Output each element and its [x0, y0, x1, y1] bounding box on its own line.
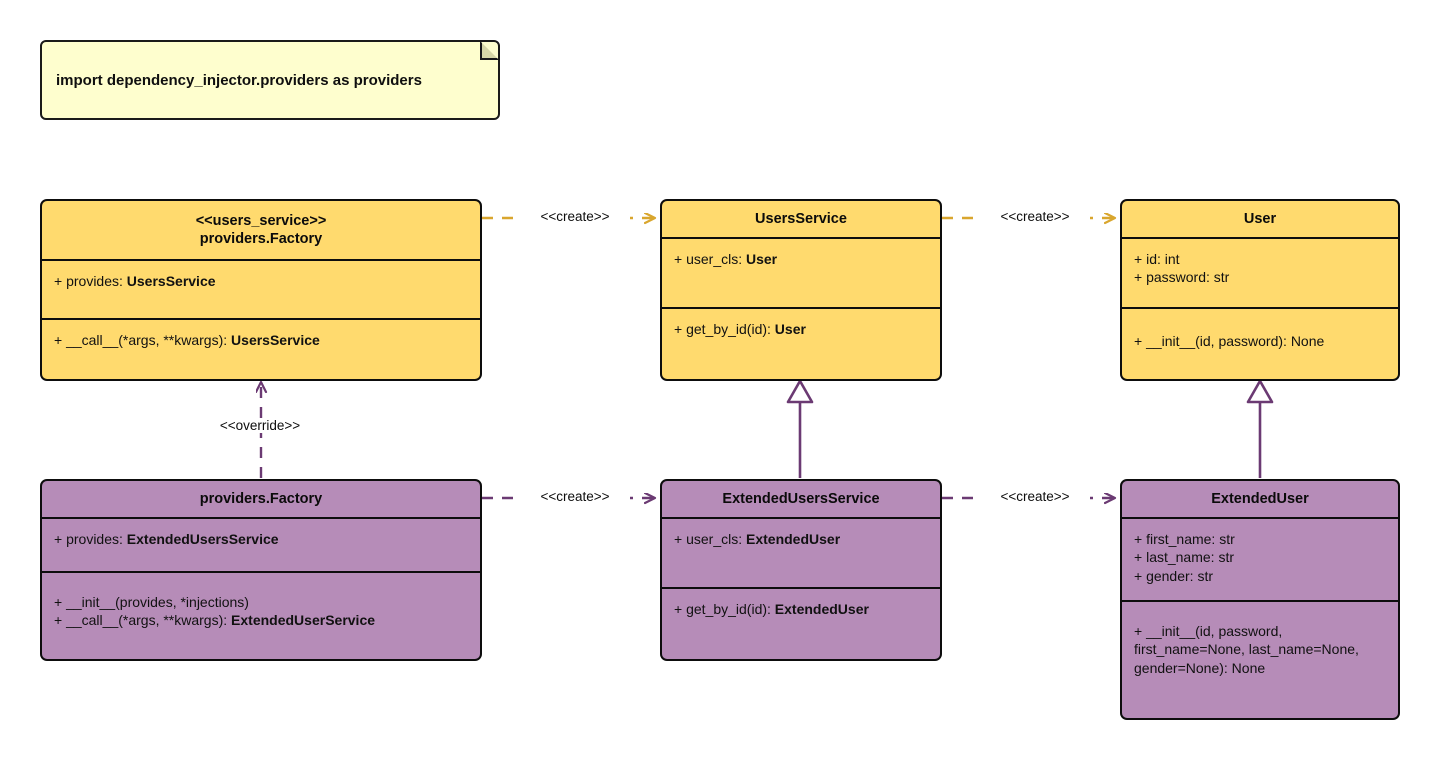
class-header-extended-factory: providers.Factory: [42, 481, 480, 519]
attribute-type: ExtendedUser: [746, 531, 841, 547]
attribute-visibility: +: [674, 251, 683, 267]
class-attributes-users-service: + user_cls: User: [662, 239, 940, 309]
attribute-text: first_name: str: [1146, 531, 1235, 547]
class-name: UsersService: [755, 210, 847, 227]
attribute-visibility: +: [1134, 269, 1143, 286]
attribute-row: + first_name: str: [1134, 530, 1386, 548]
method-type: UsersService: [231, 332, 320, 348]
edge-label-create-1: <<create>>: [520, 209, 630, 224]
note-import: import dependency_injector.providers as …: [40, 40, 500, 120]
attribute-text: provides:: [66, 273, 127, 289]
class-methods-users-service: + get_by_id(id): User: [662, 309, 940, 379]
class-box-extended-user[interactable]: ExtendedUser + first_name: str + last_na…: [1120, 479, 1400, 720]
class-attributes-extended-factory: + provides: ExtendedUsersService: [42, 519, 480, 573]
attribute-type: ExtendedUsersService: [126, 531, 279, 547]
attribute-visibility: +: [1134, 251, 1143, 267]
method-type: User: [774, 321, 806, 337]
method-row: + __init__(id, password, first_name=None…: [1134, 622, 1386, 677]
method-text: __init__(id, password): None: [1146, 333, 1325, 349]
class-methods-user: + __init__(id, password): None: [1122, 309, 1398, 379]
method-type: ExtendedUser: [774, 601, 869, 617]
edge-label-override-1: <<override>>: [203, 418, 317, 433]
class-header-extended-user: ExtendedUser: [1122, 481, 1398, 519]
class-box-extended-users-service[interactable]: ExtendedUsersService + user_cls: Extende…: [660, 479, 942, 661]
attribute-visibility: +: [1134, 549, 1143, 566]
class-header-users-service: UsersService: [662, 201, 940, 239]
attribute-row: + user_cls: ExtendedUser: [674, 530, 928, 548]
attribute-visibility: +: [54, 531, 63, 547]
method-row: + get_by_id(id): User: [674, 320, 928, 338]
method-text: get_by_id(id):: [686, 601, 775, 617]
attribute-text: user_cls:: [686, 531, 746, 547]
attribute-row: + user_cls: User: [674, 250, 928, 268]
attribute-text: gender: str: [1146, 567, 1214, 584]
method-row: + __init__(provides, *injections): [54, 593, 468, 611]
attribute-visibility: +: [674, 531, 683, 547]
attribute-row: + password: str: [1134, 268, 1386, 286]
class-box-users-service-factory[interactable]: <<users_service>> providers.Factory + pr…: [40, 199, 482, 381]
class-methods-extended-user: + __init__(id, password, first_name=None…: [1122, 602, 1398, 718]
attribute-visibility: +: [1134, 567, 1143, 584]
method-text: __call__(*args, **kwargs):: [66, 612, 232, 629]
method-visibility: +: [54, 612, 63, 629]
class-box-extended-factory[interactable]: providers.Factory + provides: ExtendedUs…: [40, 479, 482, 661]
class-header-users-service-factory: <<users_service>> providers.Factory: [42, 201, 480, 261]
class-header-user: User: [1122, 201, 1398, 239]
attribute-text: last_name: str: [1146, 549, 1235, 566]
method-text: __init__(provides, *injections): [66, 594, 249, 610]
attribute-row: + provides: ExtendedUsersService: [54, 530, 468, 548]
attribute-row: + id: int: [1134, 250, 1386, 268]
attribute-type: UsersService: [126, 273, 216, 289]
note-text: import dependency_injector.providers as …: [56, 71, 422, 89]
attribute-row: + gender: str: [1134, 567, 1386, 585]
attribute-visibility: +: [54, 273, 63, 289]
method-visibility: +: [674, 321, 683, 337]
edge-label-create-3: <<create>>: [520, 489, 630, 504]
method-visibility: +: [674, 601, 683, 617]
attribute-text: provides:: [66, 531, 127, 547]
class-name: providers.Factory: [199, 490, 323, 507]
method-text: __call__(*args, **kwargs):: [66, 332, 232, 348]
method-text: __init__(id, password, first_name=None, …: [1134, 623, 1359, 676]
class-attributes-extended-user: + first_name: str + last_name: str + gen…: [1122, 519, 1398, 602]
edge-generalization-extendedusersservice-to-usersservice: [786, 379, 814, 478]
attribute-visibility: +: [1134, 531, 1143, 547]
class-box-users-service[interactable]: UsersService + user_cls: User + get_by_i…: [660, 199, 942, 381]
method-row: + get_by_id(id): ExtendedUser: [674, 600, 928, 618]
method-type: ExtendedUserService: [231, 612, 376, 629]
class-name: providers.Factory: [199, 231, 323, 247]
method-row: + __call__(*args, **kwargs): ExtendedUse…: [54, 611, 468, 629]
class-box-user[interactable]: User + id: int + password: str + __init_…: [1120, 199, 1400, 381]
class-attributes-extended-users-service: + user_cls: ExtendedUser: [662, 519, 940, 589]
class-header-extended-users-service: ExtendedUsersService: [662, 481, 940, 519]
class-methods-extended-users-service: + get_by_id(id): ExtendedUser: [662, 589, 940, 659]
attribute-type: User: [746, 251, 778, 267]
method-row: + __call__(*args, **kwargs): UsersServic…: [54, 331, 468, 349]
attribute-row: + last_name: str: [1134, 548, 1386, 566]
class-methods-extended-factory: + __init__(provides, *injections) + __ca…: [42, 573, 480, 659]
edge-label-create-2: <<create>>: [980, 209, 1090, 224]
class-stereotype: <<users_service>>: [195, 212, 327, 229]
class-name: ExtendedUsersService: [722, 490, 880, 507]
attribute-row: + provides: UsersService: [54, 272, 468, 290]
method-visibility: +: [54, 594, 63, 610]
note-fold-corner: [480, 41, 499, 60]
edge-generalization-extendeduser-to-user: [1246, 379, 1274, 478]
method-text: get_by_id(id):: [686, 321, 775, 337]
method-row: + __init__(id, password): None: [1134, 320, 1386, 350]
class-name: User: [1243, 210, 1277, 227]
method-visibility: +: [1134, 333, 1143, 349]
class-attributes-user: + id: int + password: str: [1122, 239, 1398, 309]
attribute-text: id: int: [1146, 251, 1180, 267]
attribute-text: user_cls:: [686, 251, 746, 267]
attribute-text: password: str: [1146, 269, 1230, 286]
class-methods-users-service-factory: + __call__(*args, **kwargs): UsersServic…: [42, 320, 480, 379]
method-visibility: +: [54, 332, 63, 348]
edge-label-create-4: <<create>>: [980, 489, 1090, 504]
class-name: ExtendedUser: [1211, 490, 1309, 507]
method-visibility: +: [1134, 623, 1143, 639]
class-attributes-users-service-factory: + provides: UsersService: [42, 261, 480, 320]
